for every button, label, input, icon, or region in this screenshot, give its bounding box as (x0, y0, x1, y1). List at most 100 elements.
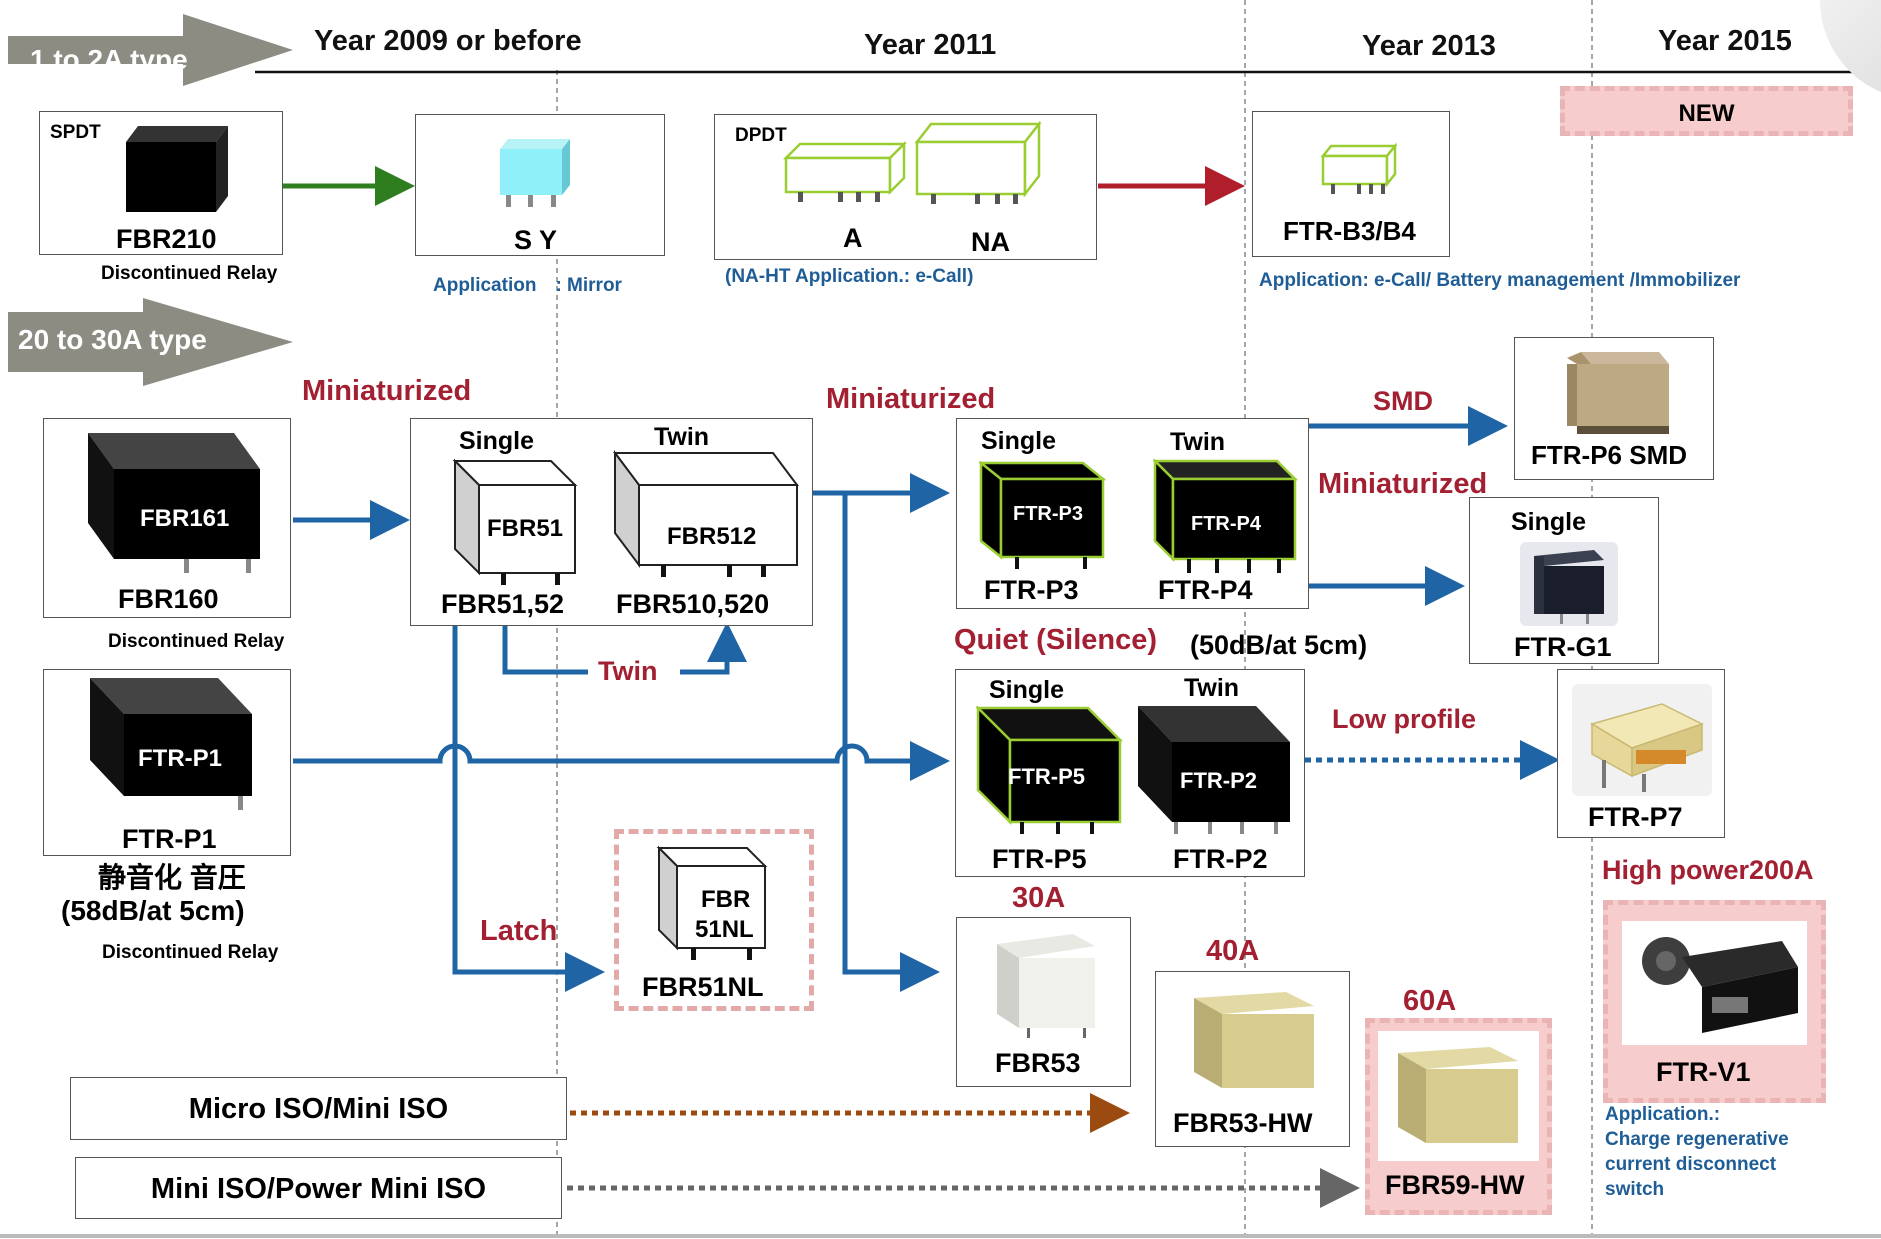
arrow-ftrp1-to-p5 (293, 741, 950, 781)
fbr59hw-photo (1398, 1047, 1518, 1143)
fbr51nl-face-2: 51NL (695, 916, 754, 943)
ftrp3-name: FTR-P3 (984, 575, 1079, 605)
ftrp1-face: FTR-P1 (138, 745, 222, 772)
ftrp5-card: Single Twin FTR-P5 FTR-P2 FTR-P5 FTR-P2 (955, 669, 1305, 877)
60a-label: 60A (1403, 985, 1457, 1017)
year-2011: Year 2011 (864, 29, 997, 61)
30a-label: 30A (1012, 882, 1066, 914)
new-badge: NEW (1560, 86, 1853, 136)
ftrb-name: FTR-B3/B4 (1283, 216, 1416, 246)
ftrp4-name: FTR-P4 (1158, 575, 1253, 605)
ftrp1-card: FTR-P1 FTR-P1 (43, 669, 291, 856)
ftrp4-twin-label: Twin (1170, 428, 1226, 456)
ftrp7-card: FTR-P7 (1557, 669, 1725, 838)
ftrb-relay-icon (1321, 142, 1398, 194)
fbr160-note: Discontinued Relay (108, 631, 285, 652)
high-power-label: High power200A (1602, 855, 1814, 885)
ftrg1-single-label: Single (1511, 508, 1587, 536)
fbr51-card: Single Twin FBR51 FBR512 FBR51,52 FBR510… (410, 418, 813, 626)
ftrp7-name: FTR-P7 (1588, 802, 1683, 832)
ftrg1-card: Single FTR-G1 (1469, 497, 1659, 664)
ftrp5-single-label: Single (989, 676, 1065, 704)
ftrp5-name: FTR-P5 (992, 844, 1087, 874)
ftrp7-photo (1572, 684, 1712, 796)
fbr510-520-name: FBR510,520 (616, 589, 770, 619)
year-2013: Year 2013 (1362, 30, 1496, 62)
new-badge-label: NEW (1678, 100, 1735, 127)
ftrp4-face: FTR-P4 (1191, 513, 1261, 535)
ftrp4-relay-icon (1153, 459, 1299, 573)
miniaturized-label-2: Miniaturized (826, 383, 996, 415)
fbr53hw-photo (1194, 992, 1314, 1088)
fbr160-card: FBR161 FBR160 (43, 418, 291, 618)
quiet-label: Quiet (Silence) (954, 624, 1158, 656)
ftrp3-relay-icon (979, 461, 1107, 569)
type-banner-small: 1 to 2A type (8, 14, 293, 86)
dpdt-label: DPDT (735, 125, 787, 146)
mini-iso-box: Mini ISO/Power Mini ISO (75, 1157, 562, 1219)
fbr51-relay-icon (452, 458, 578, 585)
fbr51-52-name: FBR51,52 (441, 589, 565, 619)
ftrp5-relay-icon (976, 706, 1124, 834)
year-2015: Year 2015 (1658, 25, 1792, 57)
fbr53-name: FBR53 (995, 1048, 1081, 1078)
fbr51nl-card: FBR 51NL FBR51NL (614, 829, 814, 1011)
ftrp1-relay-icon (90, 678, 252, 810)
fbr161-relay-icon (88, 433, 260, 573)
ftrp2-twin-label: Twin (1184, 674, 1240, 702)
na-relay-icon (915, 120, 1042, 204)
ftrp6-name: FTR-P6 SMD (1531, 440, 1687, 470)
sy-relay-icon (500, 139, 570, 207)
ftrp3-face: FTR-P3 (1013, 503, 1083, 525)
ftrg1-name: FTR-G1 (1514, 632, 1612, 662)
ftrp2-face: FTR-P2 (1180, 768, 1257, 793)
year-2009: Year 2009 or before (314, 25, 582, 57)
ftrg1-photo (1520, 542, 1618, 626)
fbr53hw-card: FBR53-HW (1155, 971, 1350, 1147)
fbr59hw-name: FBR59-HW (1385, 1170, 1525, 1200)
fbr51-single-label: Single (459, 427, 535, 455)
ftrp3-single-label: Single (981, 427, 1057, 455)
micro-iso-box: Micro ISO/Mini ISO (70, 1077, 567, 1140)
fbr512-twin-label: Twin (654, 423, 710, 451)
ftrp2-relay-icon (1138, 706, 1290, 834)
smd-label: SMD (1373, 386, 1433, 416)
twin-arrow-label: Twin (598, 656, 658, 686)
ftrb-application: Application: e-Call/ Battery management … (1259, 270, 1741, 291)
ftrv1-app-1: Application.: (1605, 1104, 1721, 1125)
ftrp1-jp-label: 静音化 音圧 (98, 862, 246, 893)
miniaturized-label-1: Miniaturized (302, 375, 472, 407)
dpdt-card: DPDT A NA (714, 114, 1097, 260)
fbr51nl-name: FBR51NL (642, 972, 764, 1002)
quiet-db: (50dB/at 5cm) (1190, 630, 1368, 660)
ftrp6-photo (1567, 352, 1669, 434)
fbr210-relay-icon (126, 126, 228, 212)
miniaturized-label-3: Miniaturized (1318, 468, 1488, 500)
ftrp1-name: FTR-P1 (122, 824, 217, 854)
a-name: A (843, 223, 863, 253)
arrow-fbr53 (842, 493, 940, 992)
mini-iso-label: Mini ISO/Power Mini ISO (150, 1173, 487, 1205)
fbr51-face: FBR51 (487, 515, 564, 542)
fbr161-face: FBR161 (140, 505, 230, 532)
sy-card: S Y (415, 114, 665, 256)
latch-label: Latch (480, 915, 558, 947)
fbr53-photo (997, 934, 1095, 1038)
ftrp2-name: FTR-P2 (1173, 844, 1268, 874)
ftrp1-db: (58dB/at 5cm) (61, 895, 245, 926)
fbr210-note: Discontinued Relay (101, 263, 278, 284)
micro-iso-label: Micro ISO/Mini ISO (188, 1093, 449, 1125)
ftrv1-app-2: Charge regenerative (1605, 1129, 1789, 1150)
fbr512-relay-icon (613, 450, 799, 577)
fbr53hw-name: FBR53-HW (1173, 1108, 1313, 1138)
ftrv1-name: FTR-V1 (1656, 1057, 1751, 1087)
ftrp6-card: FTR-P6 SMD (1514, 337, 1714, 480)
type-banner-large-label: 20 to 30A type (18, 324, 207, 355)
fbr210-name: FBR210 (116, 224, 217, 254)
ftrb-card: FTR-B3/B4 (1252, 111, 1450, 257)
arrow-twin (502, 626, 727, 675)
ftrp5-face: FTR-P5 (1008, 764, 1085, 789)
low-profile-label: Low profile (1332, 704, 1476, 734)
fbr59hw-card: FBR59-HW (1365, 1018, 1552, 1215)
